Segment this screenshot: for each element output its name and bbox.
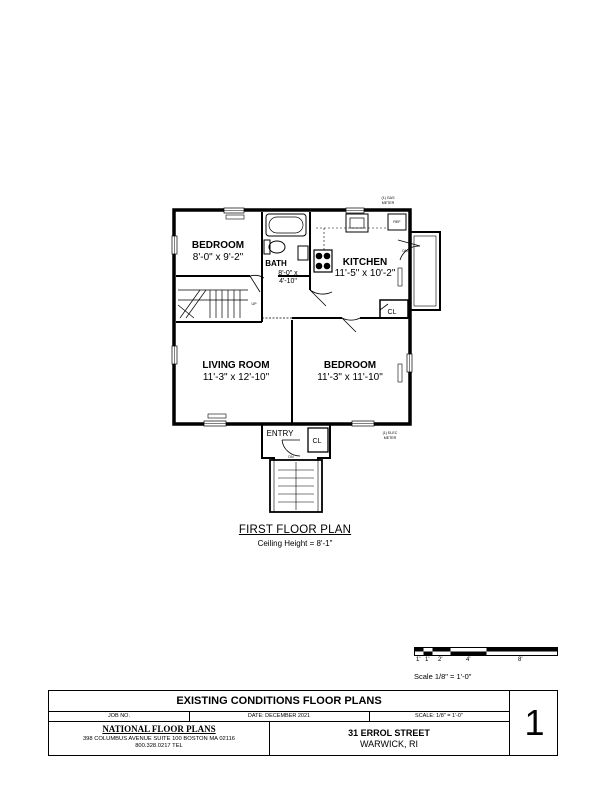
room-dims-bath-1: 8'-0" x <box>278 270 298 277</box>
company-info: NATIONAL FLOOR PLANS 398 COLUMBUS AVENUE… <box>49 722 270 755</box>
company-address: 398 COLUMBUS AVENUE SUITE 100 BOSTON MA … <box>82 736 236 742</box>
sheet-number: 1 <box>509 691 559 755</box>
drawing-date: DATE: DECEMBER 2021 <box>189 711 370 722</box>
room-name-living-room: LIVING ROOM <box>202 360 269 371</box>
room-dims-bedroom-2: 11'-3" x 11'-10" <box>317 372 383 383</box>
stove-burner <box>315 262 323 270</box>
porch-dn-label: DN <box>402 249 408 253</box>
window-right-bedroom <box>406 353 413 373</box>
elec-meter-label-2: METER <box>384 436 397 440</box>
window-left-living <box>171 345 178 365</box>
room-dims-bath-2: 4'-10" <box>279 278 297 285</box>
front-step-treads <box>273 460 319 512</box>
radiator-living <box>207 413 227 419</box>
title-block: EXISTING CONDITIONS FLOOR PLANS JOB NO. … <box>48 690 558 756</box>
tub-basin <box>268 216 304 234</box>
room-name-kitchen: KITCHEN <box>343 257 387 268</box>
gas-meter-label-2: METER <box>382 201 395 205</box>
doors <box>249 239 421 333</box>
drawing-scale: SCALE: 1/8" = 1'-0" <box>369 711 509 722</box>
entry-dn-label: DN <box>288 455 294 459</box>
window-top-kitchen <box>345 207 365 214</box>
radiator-bedroom <box>225 214 245 220</box>
back-porch <box>409 231 441 311</box>
refrigerator <box>387 213 407 231</box>
scale-tick: 1' <box>425 657 430 663</box>
kitchen-sink <box>345 213 369 233</box>
gas-meter-label-1: (1) GAS <box>382 196 396 200</box>
kitchen-closet-label: CL <box>388 309 397 316</box>
interior-stairs <box>177 289 248 319</box>
stove <box>313 249 333 273</box>
job-number-label: JOB NO. <box>49 711 190 722</box>
project-info: 31 ERROL STREET WARWICK, RI <box>269 722 509 755</box>
window-top-bedroom <box>223 207 245 214</box>
title-block-heading: EXISTING CONDITIONS FLOOR PLANS <box>49 691 509 712</box>
toilet-tank <box>263 239 271 255</box>
sink-basin <box>349 217 365 229</box>
plan-title: FIRST FLOOR PLAN <box>238 524 352 536</box>
bath-vanity <box>297 245 309 261</box>
front-steps <box>269 459 323 513</box>
entry-closet-label: CL <box>313 438 322 445</box>
back-porch-inner <box>413 235 437 307</box>
window-bottom-bedroom <box>351 420 375 427</box>
bathtub <box>265 213 307 237</box>
room-name-bedroom-2: BEDROOM <box>324 360 376 371</box>
entry-vestibule-wall <box>261 424 331 460</box>
radiator-kitchen <box>397 267 403 287</box>
room-name-entry: ENTRY <box>267 429 295 438</box>
scale-tick: 2' <box>438 657 443 663</box>
elec-meter-label-1: (1) ELEC <box>383 431 398 435</box>
company-phone: 800.328.0217 TEL <box>135 743 183 749</box>
room-name-bath: BATH <box>265 259 287 268</box>
room-name-bedroom-1: BEDROOM <box>192 240 244 251</box>
scale-tick: 1' <box>416 657 421 663</box>
window-left-bedroom <box>171 235 178 255</box>
project-city: WARWICK, RI <box>360 739 418 749</box>
scale-tick: 4' <box>466 657 471 663</box>
stove-burner <box>315 252 323 260</box>
room-dims-kitchen: 11'-5" x 10'-2" <box>335 268 396 279</box>
stove-burner <box>323 262 331 270</box>
room-dims-living-room: 11'-3" x 12'-10" <box>203 372 270 383</box>
company-name: NATIONAL FLOOR PLANS <box>102 724 216 734</box>
stair-up-label: UP <box>252 302 258 306</box>
scale-note: Scale 1/8" = 1'-0" <box>414 672 472 681</box>
scale-bar <box>414 647 558 656</box>
project-street: 31 ERROL STREET <box>348 728 430 738</box>
room-dims-bedroom-1: 8'-0" x 9'-2" <box>193 252 244 263</box>
scale-tick: 8' <box>518 657 523 663</box>
ceiling-height: Ceiling Height = 8'-1" <box>257 539 333 548</box>
radiator-bedroom-2 <box>397 363 403 383</box>
kitchen-closet <box>379 299 409 319</box>
window-bottom-living <box>203 420 227 427</box>
refrigerator-label: REF <box>393 220 401 224</box>
entry-door-swing <box>281 439 301 457</box>
windows <box>171 207 413 427</box>
toilet-bowl <box>268 240 286 254</box>
stove-burner <box>323 252 331 260</box>
entry-closet <box>307 427 329 453</box>
